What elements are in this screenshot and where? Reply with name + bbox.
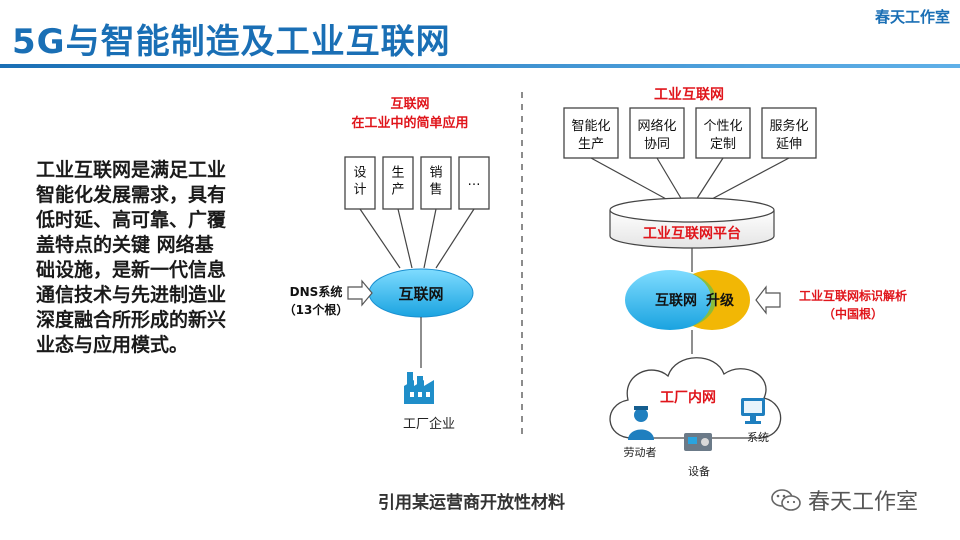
left-heading-line2: 在工业中的简单应用 bbox=[351, 115, 468, 131]
right-box-custom: 个性化 定制 bbox=[695, 107, 751, 159]
right-box-label: 延伸 bbox=[776, 137, 802, 152]
left-box-label: 销售 bbox=[429, 166, 442, 198]
identity-arrow-icon bbox=[755, 285, 781, 315]
identity-label-line1: 工业互联网标识解析 bbox=[799, 288, 907, 303]
left-box-sales bbox=[420, 156, 452, 210]
factory-label: 工厂企业 bbox=[403, 416, 455, 432]
intro-line: 工业互联网是满足工业 bbox=[36, 159, 227, 181]
right-box-label: 智能化 bbox=[571, 119, 610, 134]
right-box-label: 个性化 bbox=[703, 119, 742, 134]
title-underline bbox=[0, 64, 960, 68]
intranet-label: 工厂内网 bbox=[660, 389, 716, 406]
left-heading-line1: 互联网 bbox=[390, 97, 429, 112]
dns-arrow-icon bbox=[347, 279, 373, 307]
right-heading: 工业互联网 bbox=[654, 87, 724, 103]
upgrade-hub bbox=[625, 270, 750, 330]
dns-label-line1: DNS系统 bbox=[290, 284, 343, 299]
right-box-label: 生产 bbox=[578, 137, 604, 152]
left-box-label: 设计 bbox=[353, 166, 366, 198]
upgrade-hub-right-label: 升级 bbox=[706, 292, 735, 309]
right-box-label: 协同 bbox=[644, 137, 670, 152]
right-box-label: 服务化 bbox=[769, 118, 808, 134]
worker-icon bbox=[628, 406, 654, 440]
intro-line: 智能化发展需求，具有 bbox=[36, 184, 227, 206]
dns-label-line2: （13个根） bbox=[284, 302, 349, 317]
equipment-label: 设备 bbox=[688, 464, 710, 478]
intro-line: 业态与应用模式。 bbox=[36, 334, 189, 356]
intro-paragraph: 工业互联网是满足工业 智能化发展需求，具有 低时延、高可靠、广覆 盖特点的关键 … bbox=[36, 158, 256, 358]
studio-logo-text: 春天工作室 bbox=[874, 8, 950, 26]
wechat-label: 春天工作室 bbox=[808, 490, 919, 515]
factory-icon bbox=[404, 372, 434, 404]
wechat-icon bbox=[771, 489, 801, 511]
intro-line: 深度融合所形成的新兴 bbox=[36, 309, 227, 331]
upgrade-hub-left-label: 互联网 bbox=[655, 293, 697, 309]
computer-icon bbox=[741, 398, 765, 424]
page-title: 5G与智能制造及工业互联网 bbox=[12, 22, 451, 62]
left-box-more bbox=[458, 156, 490, 210]
equipment-icon bbox=[684, 433, 712, 451]
platform-cylinder bbox=[609, 197, 775, 249]
left-box-production bbox=[382, 156, 414, 210]
right-diagram: 工业互联网 智能化 生产 网络化 协同 个性化 定制 服务化 延伸 bbox=[563, 87, 907, 478]
right-box-label: 定制 bbox=[710, 137, 736, 152]
left-box-label: … bbox=[468, 174, 481, 189]
worker-label: 劳动者 bbox=[624, 446, 657, 459]
identity-label-line2: （中国根） bbox=[823, 306, 883, 321]
intro-line: 低时延、高可靠、广覆 bbox=[36, 209, 227, 231]
intro-line: 础设施，是新一代信息 bbox=[36, 259, 227, 281]
platform-label: 工业互联网平台 bbox=[643, 225, 741, 242]
system-label: 系统 bbox=[747, 431, 769, 444]
left-box-label: 生产 bbox=[391, 166, 404, 198]
source-note: 引用某运营商开放性材料 bbox=[378, 493, 565, 513]
intro-line: 盖特点的关键 网络基 bbox=[36, 234, 214, 256]
intro-line: 通信技术与先进制造业 bbox=[36, 284, 227, 306]
right-box-smart-production: 智能化 生产 bbox=[563, 107, 619, 159]
right-box-label: 网络化 bbox=[637, 118, 676, 134]
right-box-service: 服务化 延伸 bbox=[761, 107, 817, 159]
intranet-cloud bbox=[609, 357, 782, 439]
right-box-network-collab: 网络化 协同 bbox=[629, 107, 685, 159]
wechat-watermark: 春天工作室 bbox=[770, 484, 918, 516]
internet-hub-label: 互联网 bbox=[398, 285, 443, 303]
